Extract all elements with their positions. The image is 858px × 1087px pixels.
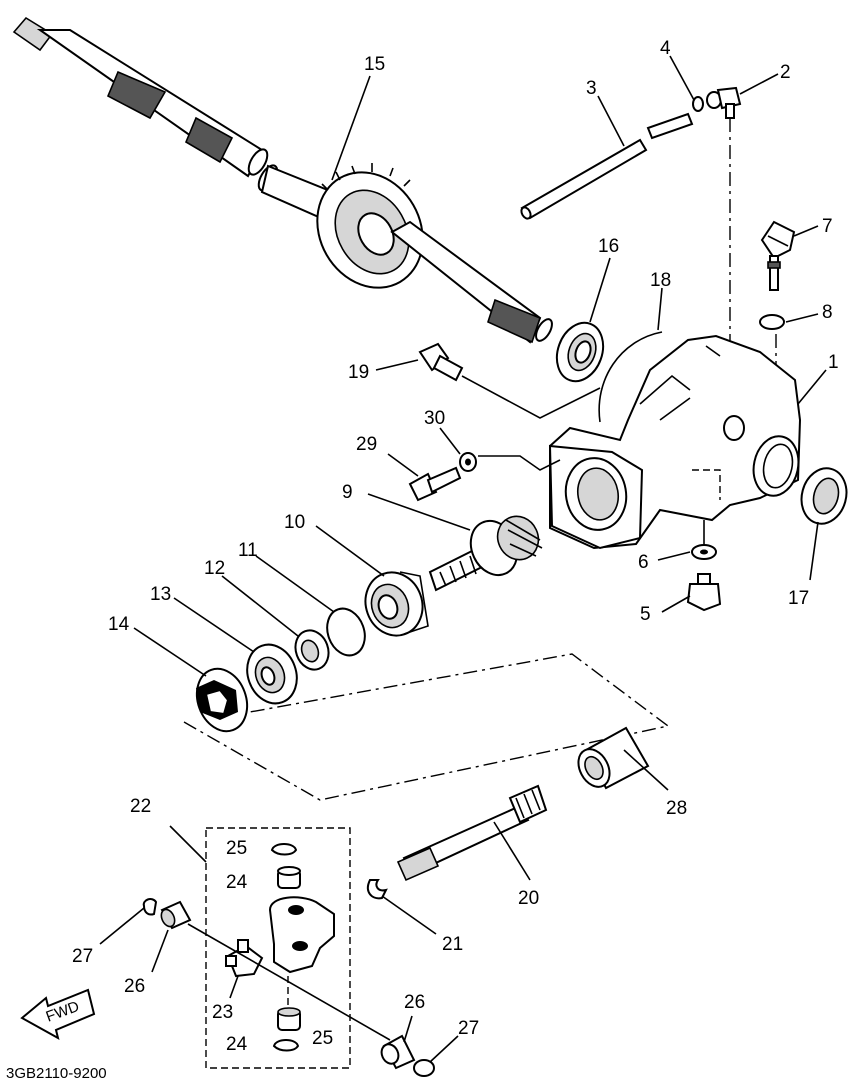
part-7-vent-plug [760,220,796,291]
callout-6: 6 [638,552,649,573]
callout-28: 28 [666,798,687,819]
callout-3: 3 [586,78,597,99]
leader-line [187,923,391,1041]
callout-5: 5 [640,604,651,625]
part-26-bearing-cup-right [380,1034,416,1070]
callout-25-bottom: 25 [312,1028,333,1049]
part-27-circlip-right [413,1059,435,1077]
callout-8: 8 [822,302,833,323]
leader-line [461,375,601,419]
part-21-circlip [366,879,388,900]
part-15-axle-shaft [12,16,553,344]
part-5-drain-plug [686,573,722,612]
part-19-bolt [418,342,464,382]
callout-29: 29 [356,434,377,455]
part-28-coupling [577,726,650,790]
callout-7: 7 [822,216,833,237]
callout-labels: 15 3 4 2 7 8 1 16 18 19 30 29 9 10 11 12… [72,38,839,1055]
part-10-bearing [364,571,429,637]
part-20-drive-shaft [396,784,548,882]
callout-24-top: 24 [226,872,248,893]
callout-12: 12 [204,558,225,579]
callout-4: 4 [660,38,671,59]
callout-27-right: 27 [458,1018,479,1039]
assembly-leader-frame [183,653,670,801]
callout-15: 15 [364,54,385,75]
callout-leaders [99,55,827,1063]
part-25-circlip-top [270,843,298,856]
callout-18: 18 [650,270,671,291]
part-2-breather-fitting [706,86,742,119]
callout-21: 21 [442,934,463,955]
callout-26-right: 26 [404,992,425,1013]
part-1-final-gear-case [548,334,802,550]
part-3-breather-hose [520,112,694,220]
part-16-oil-seal [555,321,605,383]
part-30-washer [459,452,477,472]
part-13-bearing [246,643,298,705]
callout-16: 16 [598,236,619,257]
callout-26-left: 26 [124,976,145,997]
callout-20: 20 [518,888,539,909]
part-24-bearing-cup-top [277,866,301,889]
callout-23: 23 [212,1002,233,1023]
part-12-collar [294,629,330,671]
part-23-spider [225,939,264,978]
callout-30: 30 [424,408,445,429]
callout-13: 13 [150,584,171,605]
part-11-o-ring [326,607,366,657]
callout-22: 22 [130,796,151,817]
leader-line [478,455,561,471]
part-18-gasket [598,331,663,423]
callout-14: 14 [108,614,130,635]
callout-25-top: 25 [226,838,247,859]
diagram-code: 3GB2110-9200 [6,1065,107,1082]
part-27-circlip-left [142,898,158,916]
part-9-drive-pinion [428,515,543,592]
callout-10: 10 [284,512,305,533]
callout-1: 1 [828,352,839,373]
callout-2: 2 [780,62,791,83]
part-22-universal-joint-box [205,827,351,1069]
callout-24-bottom: 24 [226,1034,248,1055]
callout-11: 11 [238,540,258,561]
callout-17: 17 [788,588,809,609]
part-26-bearing-cup-left [160,900,192,930]
callout-9: 9 [342,482,353,503]
part-25-circlip-bottom [272,1039,300,1052]
part-24-bearing-cup-bottom [277,1007,301,1031]
part-17-oil-seal [800,467,848,525]
part-4-clip [692,96,704,112]
fwd-arrow-icon [20,988,96,1040]
callout-19: 19 [348,362,369,383]
callout-27-left: 27 [72,946,93,967]
part-22-yoke [268,896,335,974]
part-14-retainer [195,667,249,733]
part-29-bolt [408,466,462,502]
part-6-gasket-washer [691,544,717,560]
part-8-o-ring [759,314,785,330]
